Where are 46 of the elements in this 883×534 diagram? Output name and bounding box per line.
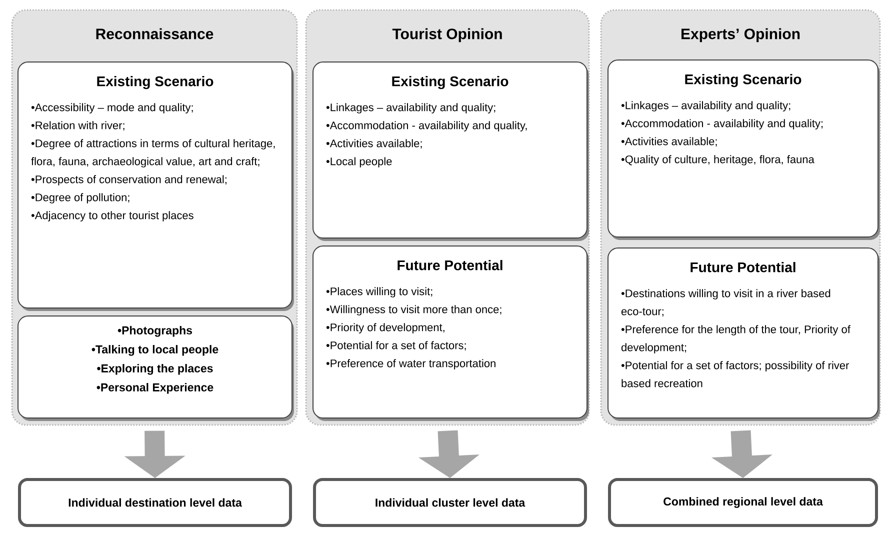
bullet-item: •Places willing to visit;	[326, 287, 432, 298]
box-heading: Existing Scenario	[392, 76, 508, 90]
text-box	[18, 316, 294, 421]
bullet-item: •Photographs	[118, 326, 192, 337]
box-heading: Existing Scenario	[685, 74, 802, 88]
bullet-item: •Degree of attractions in terms of cultural heritage, flora, fauna, archaeological value, art and craft;	[31, 139, 275, 168]
text-box	[608, 60, 880, 240]
result-box	[18, 478, 292, 527]
text-box	[312, 246, 589, 421]
bullet-item: •Accommodation - availability and quality,	[326, 121, 527, 132]
result-label: Individual cluster level data	[376, 498, 526, 507]
bullet-item: •Priority of development,	[326, 323, 444, 334]
bullet-item: •Talking to local people	[92, 345, 218, 356]
panel-title: Reconnaissance	[96, 28, 214, 40]
bullet-item: •Accommodation - availability and quality;	[621, 119, 823, 130]
result-label: Combined regional level data	[664, 497, 823, 508]
text-box	[312, 62, 589, 241]
bullet-item: •Potential for a set of factors; possibility of river based recreation	[621, 361, 850, 388]
result-box	[313, 478, 587, 527]
bullet-item: •Activities available;	[326, 139, 422, 149]
bullet-item: •Destinations willing to visit in a river based eco-tour;	[621, 289, 830, 317]
text-box	[18, 62, 294, 311]
bullet-item: •Quality of culture, heritage, flora, fauna	[621, 155, 814, 166]
bullet-item: •Relation with river;	[31, 121, 124, 131]
bullet-item: •Potential for a set of factors;	[326, 341, 466, 351]
bullet-item: •Preference of water transportation	[326, 359, 496, 370]
result-label: Individual destination level data	[68, 498, 242, 507]
text-box	[608, 248, 880, 421]
bullet-item: •Activities available;	[621, 137, 717, 147]
bullet-item: •Linkages – availability and quality;	[326, 103, 496, 114]
bullet-item: •Prospects of conservation and renewal;	[31, 175, 226, 186]
result-box	[608, 478, 878, 527]
bullet-item: •Degree of pollution;	[31, 193, 130, 204]
bullet-item: •Exploring the places	[97, 364, 213, 375]
bullet-item: •Local people	[326, 157, 392, 168]
bullet-item: •Adjacency to other tourist places	[31, 211, 194, 222]
box-heading: Existing Scenario	[97, 76, 214, 90]
bullet-item: •Personal Experience	[96, 383, 214, 394]
bullet-item: •Accessibility – mode and quality;	[31, 103, 193, 114]
bullet-item: •Preference for the length of the tour, Priority of development;	[621, 325, 850, 354]
bullet-item: •Linkages – availability and quality;	[621, 101, 790, 112]
box-heading: Future Potential	[398, 260, 502, 270]
box-heading: Future Potential	[690, 262, 796, 272]
panel-title: Tourist Opinion	[392, 28, 502, 42]
bullet-item: •Willingness to visit more than once;	[326, 305, 502, 316]
panel-title: Experts’ Opinion	[682, 28, 800, 42]
